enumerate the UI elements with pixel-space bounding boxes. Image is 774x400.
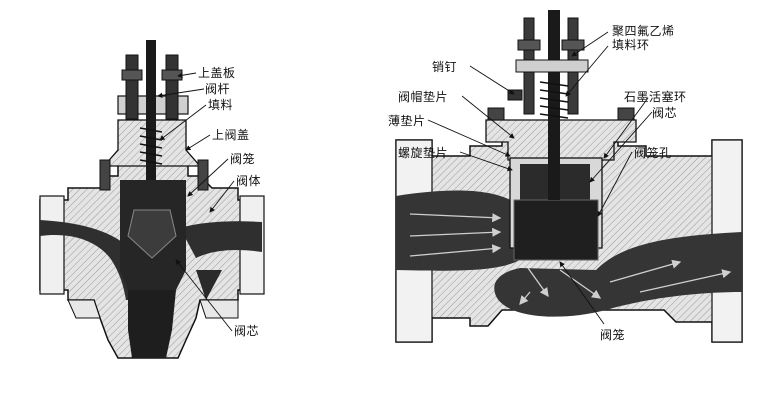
right-gland xyxy=(515,59,589,73)
left-nut-right xyxy=(161,69,183,81)
right-stem xyxy=(548,10,560,200)
label-packing: 填料 xyxy=(208,98,234,112)
left-nut-left xyxy=(121,69,143,81)
left-body-bolt-left xyxy=(99,159,111,191)
label-pin: 销钉 xyxy=(432,60,458,74)
left-packing-coil xyxy=(139,127,163,165)
right-nut-right xyxy=(561,39,585,51)
right-valve-diagram xyxy=(395,10,743,343)
right-plug-lower xyxy=(513,199,599,261)
right-flow-arrows xyxy=(409,213,732,305)
label-bonnet-gasket: 阀帽垫片 xyxy=(398,90,449,104)
right-pin xyxy=(507,89,523,101)
left-flange-left xyxy=(39,195,65,295)
label-upper-bonnet: 上阀盖 xyxy=(212,128,250,142)
right-bonnet-bolt-left xyxy=(487,107,505,121)
label-graphite-piston-ring: 石墨活塞环 xyxy=(624,90,687,104)
label-valve-plug-right: 阀芯 xyxy=(652,106,678,120)
left-plug-head xyxy=(127,209,177,259)
label-valve-stem: 阀杆 xyxy=(205,82,231,96)
label-spiral-wound-gasket: 螺旋垫片 xyxy=(398,146,449,160)
label-top-cover-plate: 上盖板 xyxy=(198,66,236,80)
left-stem xyxy=(146,40,156,290)
right-bonnet-bolt-right xyxy=(617,107,635,121)
left-stud-right xyxy=(165,54,179,120)
label-valve-cage-right: 阀笼 xyxy=(600,328,626,342)
label-cage-hole: 阀笼孔 xyxy=(634,146,672,160)
left-leader-lines xyxy=(157,72,235,332)
left-lower-stem xyxy=(128,290,176,358)
label-ptfe-packing-ring: 聚四氟乙烯填料环 xyxy=(612,24,675,52)
right-flow-passage xyxy=(396,190,742,317)
label-valve-body: 阀体 xyxy=(236,174,262,188)
right-leader-lines xyxy=(427,31,653,325)
left-outlet-cone xyxy=(196,270,222,300)
right-nut-left xyxy=(517,39,541,51)
right-packing-coil xyxy=(539,81,569,119)
label-valve-cage-left: 阀笼 xyxy=(230,152,256,166)
right-bonnet xyxy=(485,119,637,161)
label-valve-plug-left: 阀芯 xyxy=(234,324,260,338)
left-body-bolt-right xyxy=(197,159,209,191)
left-outlet-passage xyxy=(180,221,262,258)
left-stud-left xyxy=(125,54,139,120)
label-thin-gasket: 薄垫片 xyxy=(388,114,426,128)
left-valve-diagram xyxy=(39,40,265,359)
